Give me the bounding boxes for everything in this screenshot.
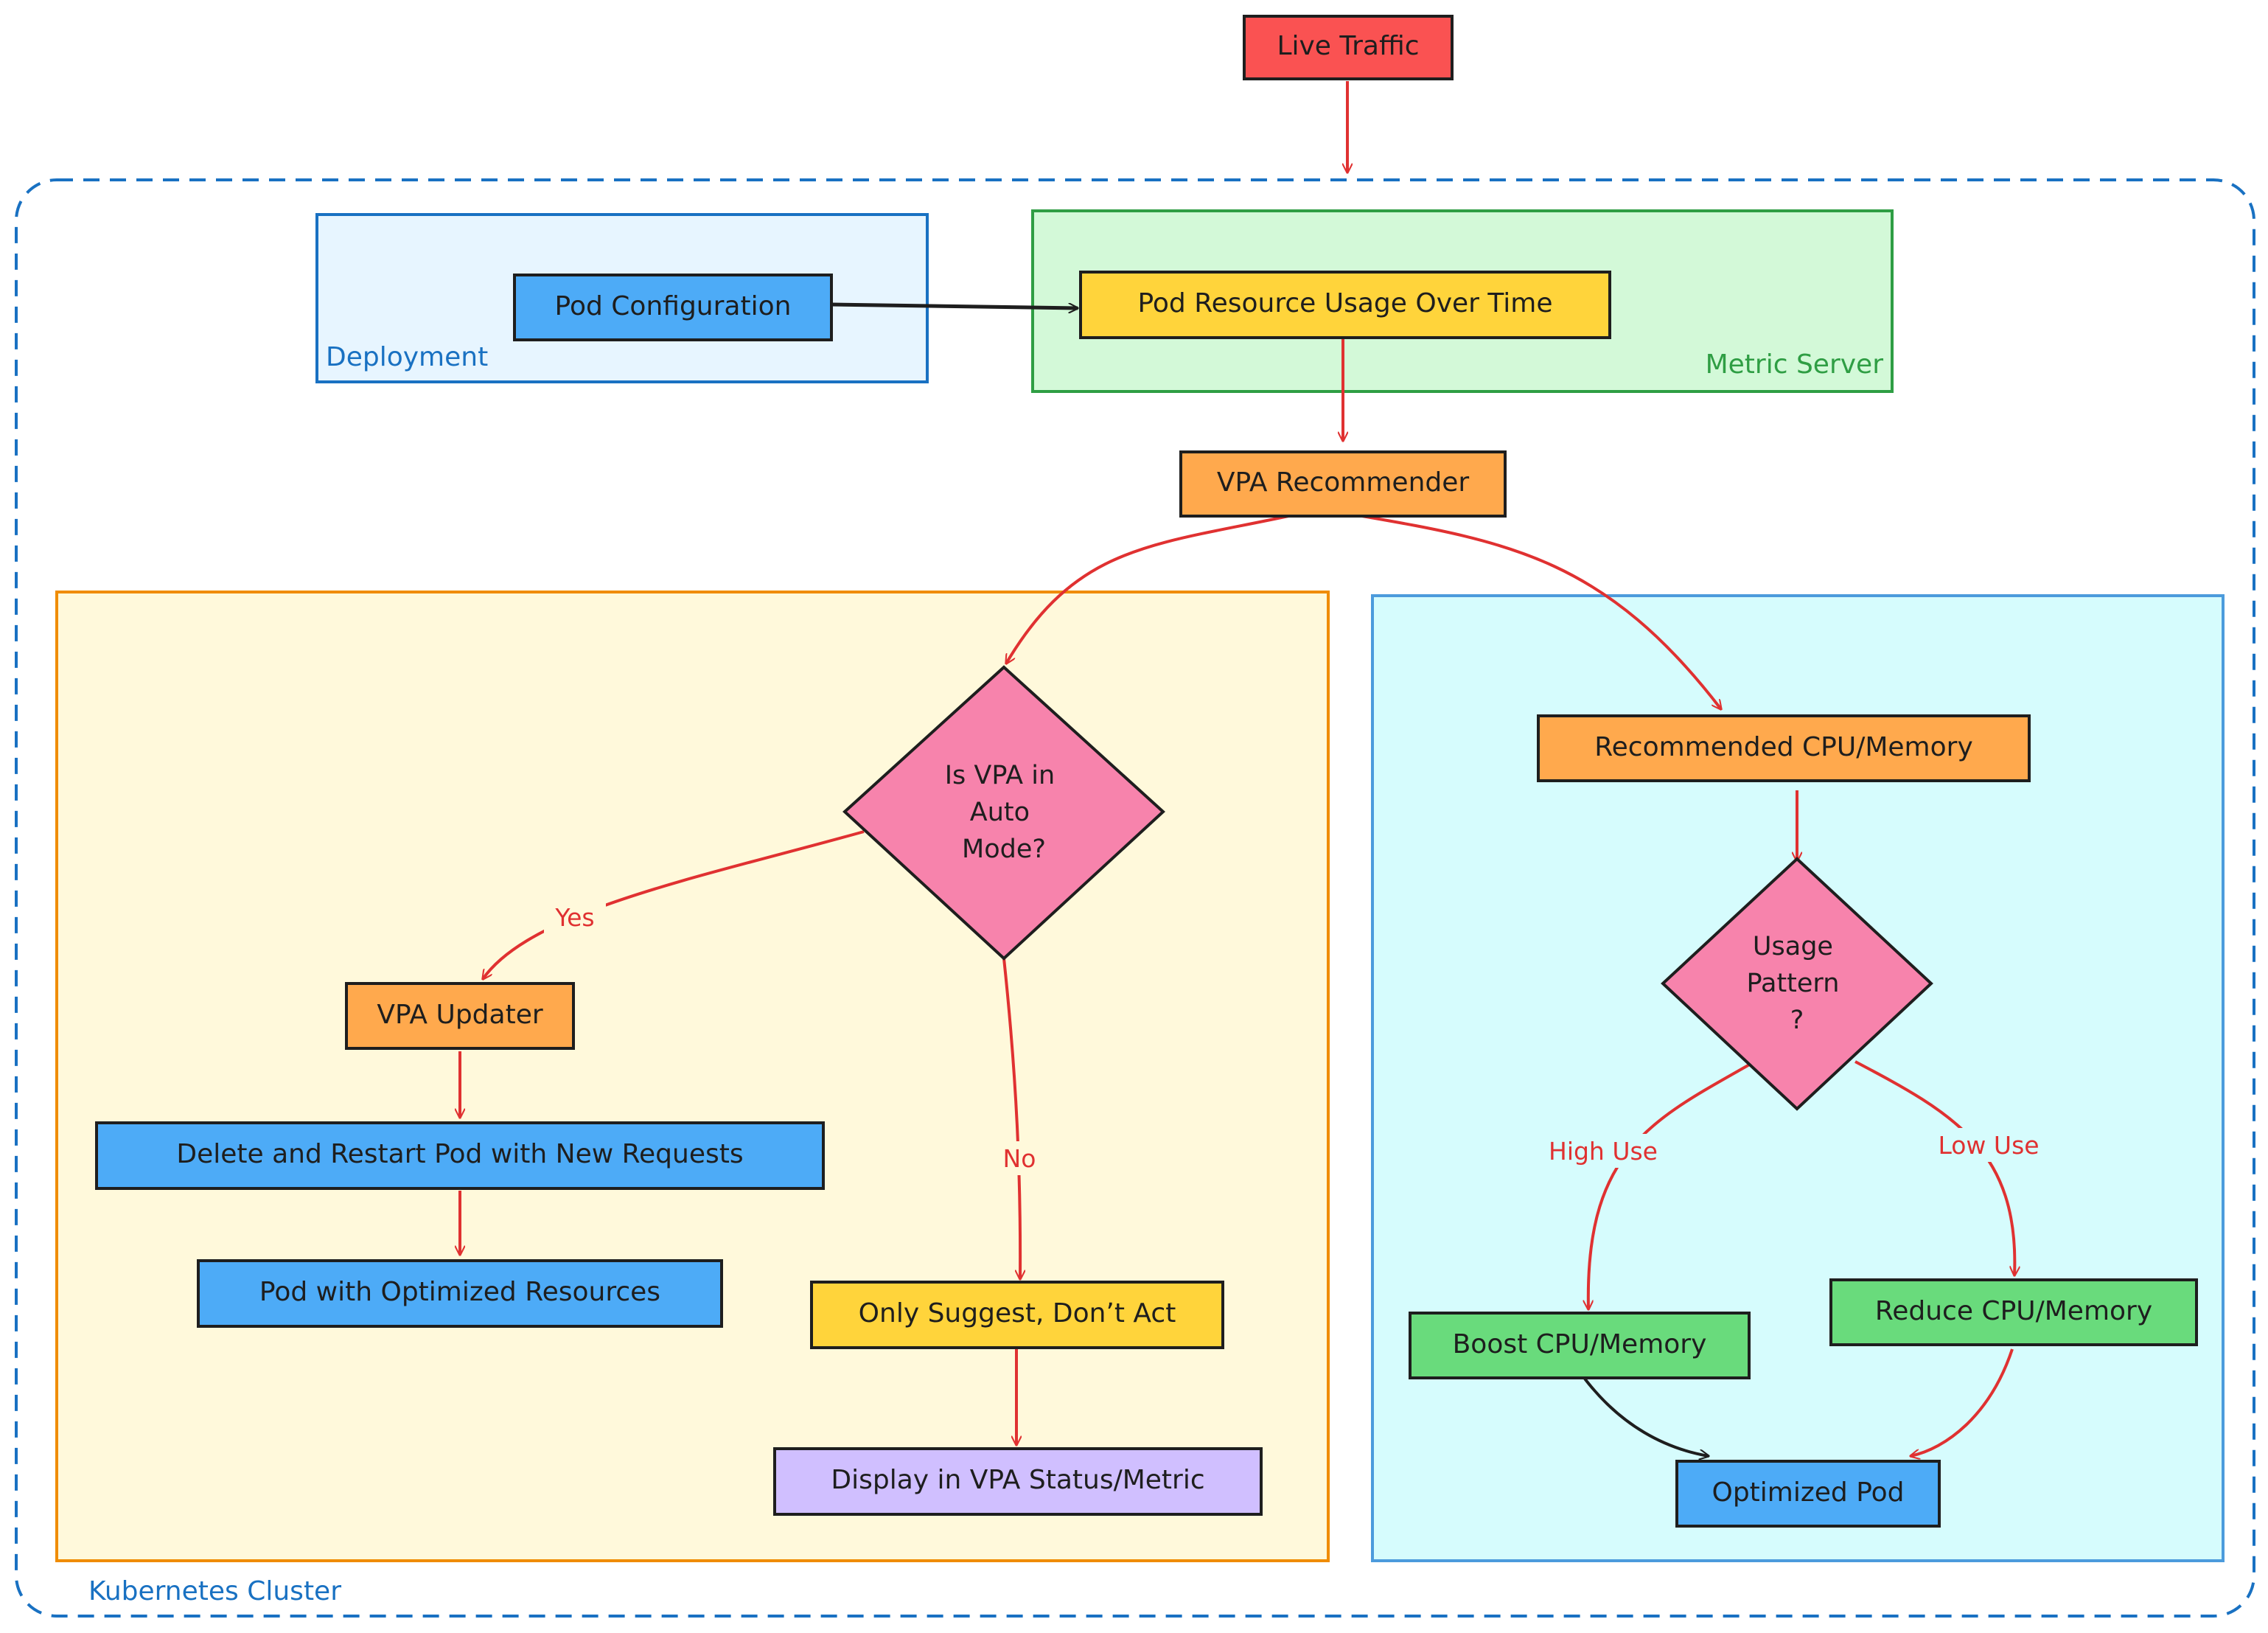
vpa-updater-node: VPA Updater <box>345 982 575 1050</box>
vpa-recommender-label: VPA Recommender <box>1217 467 1470 498</box>
auto-mode-line-1: Is VPA in <box>945 761 1055 790</box>
usage-pattern-line-3: ? <box>1790 1006 1804 1035</box>
kubernetes-cluster-label: Kubernetes Cluster <box>88 1576 341 1606</box>
edge-reduce-to-optimized <box>1911 1348 2014 1456</box>
edge-label-high-use-bg <box>1537 1134 1669 1168</box>
usage-pattern-line-1: Usage <box>1753 932 1833 961</box>
kubernetes-cluster-boundary <box>15 178 2255 1618</box>
vpa-updater-label: VPA Updater <box>377 1000 542 1030</box>
is-vpa-auto-mode-decision: Is VPA in Auto Mode? <box>842 665 1165 961</box>
pod-optimized-resources-label: Pod with Optimized Resources <box>259 1277 660 1307</box>
deployment-label: Deployment <box>326 342 488 372</box>
svg-text:Is VPA in Auto Mod: Is VPA in Auto Mode? <box>945 761 1064 864</box>
only-suggest-node: Only Suggest, Don’t Act <box>810 1281 1224 1349</box>
edge-label-no: No <box>1003 1144 1036 1173</box>
edge-label-yes: Yes <box>554 903 594 932</box>
optimized-pod-label: Optimized Pod <box>1712 1477 1904 1508</box>
edge-auto-yes-to-updater <box>483 830 865 979</box>
display-status-node: Display in VPA Status/Metric <box>773 1447 1263 1516</box>
edge-label-yes-bg <box>544 899 606 933</box>
reduce-cpu-label: Reduce CPU/Memory <box>1875 1296 2152 1326</box>
display-status-label: Display in VPA Status/Metric <box>831 1465 1204 1495</box>
usage-pattern-line-2: Pattern <box>1746 969 1839 998</box>
usage-pattern-decision: Usage Pattern ? <box>1661 857 1933 1111</box>
pod-resource-usage-label: Pod Resource Usage Over Time <box>1137 288 1552 318</box>
vpa-recommender-node: VPA Recommender <box>1179 450 1507 518</box>
edge-recommender-to-recommended <box>1361 515 1721 709</box>
recommended-cpu-label: Recommended CPU/Memory <box>1594 732 1973 762</box>
optimized-pod-node: Optimized Pod <box>1675 1460 1941 1528</box>
boost-cpu-label: Boost CPU/Memory <box>1453 1329 1707 1359</box>
metric-server-label: Metric Server <box>1706 349 1884 380</box>
delete-restart-node: Delete and Restart Pod with New Requests <box>95 1121 825 1190</box>
live-traffic-node: Live Traffic <box>1243 15 1454 80</box>
recommended-cpu-node: Recommended CPU/Memory <box>1537 714 2031 782</box>
auto-mode-group <box>55 591 1330 1562</box>
pod-configuration-label: Pod Configuration <box>555 291 792 321</box>
edge-label-low-use: Low Use <box>1938 1131 2039 1160</box>
edge-config-to-usage <box>831 302 1078 308</box>
live-traffic-label: Live Traffic <box>1277 31 1419 61</box>
edge-label-low-use-bg <box>1927 1128 2050 1162</box>
edge-label-no-bg <box>995 1141 1044 1175</box>
edge-label-high-use: High Use <box>1549 1137 1658 1166</box>
auto-mode-line-3: Mode? <box>962 835 1046 864</box>
svg-text:Usage Pattern ?: Usage Pattern ? <box>1746 932 1847 1035</box>
auto-mode-line-2: Auto <box>970 798 1030 827</box>
pod-resource-usage-node: Pod Resource Usage Over Time <box>1079 271 1611 339</box>
pod-optimized-resources-node: Pod with Optimized Resources <box>197 1259 723 1328</box>
edge-recommender-to-auto-mode <box>1006 515 1289 664</box>
boost-cpu-node: Boost CPU/Memory <box>1409 1312 1751 1379</box>
pod-configuration-node: Pod Configuration <box>513 274 833 341</box>
only-suggest-label: Only Suggest, Don’t Act <box>859 1298 1176 1329</box>
delete-restart-label: Delete and Restart Pod with New Requests <box>176 1139 743 1169</box>
edge-auto-no-to-suggest <box>1002 958 1020 1279</box>
edge-boost-to-optimized <box>1583 1377 1709 1456</box>
reduce-cpu-node: Reduce CPU/Memory <box>1829 1278 2198 1346</box>
